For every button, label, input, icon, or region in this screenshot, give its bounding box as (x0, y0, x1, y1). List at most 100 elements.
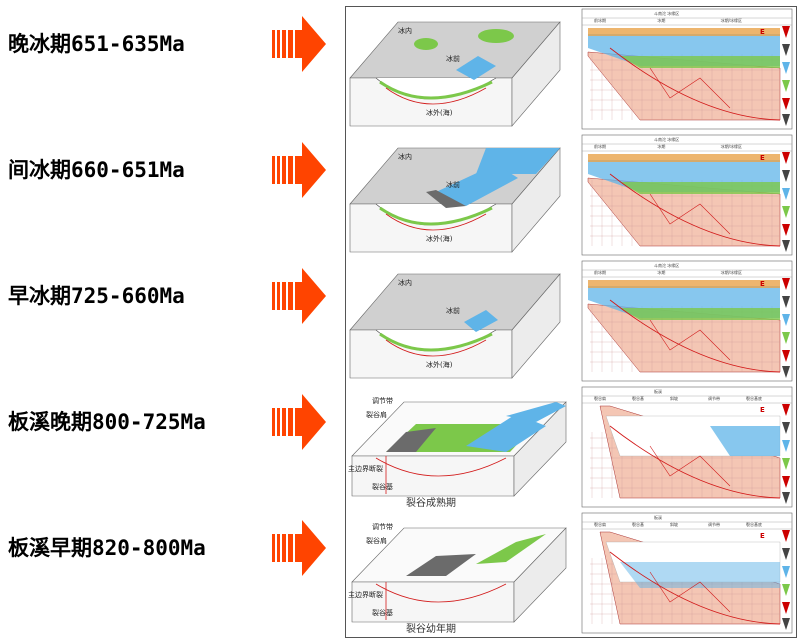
section-header: 斗南沱 冰缘区前冰期冰期冰期/冰缘区 (584, 262, 790, 278)
dark-patch (406, 554, 476, 576)
legend-swatch (782, 44, 790, 56)
section-header-cell: 冰期/冰缘区 (720, 18, 743, 23)
fault-line (385, 87, 487, 105)
fault-line (609, 551, 781, 625)
fault-line (385, 339, 487, 357)
glacial-layer (588, 154, 780, 162)
section-header-cell: 裂谷肩 (594, 396, 606, 401)
legend-swatch (782, 224, 790, 236)
section-header-title: 板溪 (654, 515, 662, 520)
section-header-title: 板溪 (654, 389, 662, 394)
section-header-cell: 调节带 (708, 522, 720, 527)
direction-label: E (760, 280, 765, 288)
direction-label: E (760, 532, 765, 540)
sea-patch (506, 402, 566, 422)
stage-arrow-icon (272, 14, 326, 74)
block-label: 冰外(海) (426, 361, 453, 369)
sea-patch (436, 164, 518, 206)
green-patch (414, 38, 438, 50)
sea-patch (456, 56, 496, 80)
sea-patch (466, 414, 546, 452)
legend-swatch (782, 422, 790, 434)
block-side (513, 527, 567, 623)
legend-swatch (782, 530, 790, 542)
block-diagram: 调节带裂谷肩主边界断裂裂谷基裂谷成熟期 (346, 386, 578, 509)
dark-patch (386, 428, 436, 452)
section-header-cell: 斜坡 (670, 396, 678, 401)
legend-swatch (782, 548, 790, 560)
fault-line (649, 445, 731, 487)
block-caption: 裂谷幼年期 (406, 624, 456, 635)
dark-patch (426, 190, 466, 208)
block-label: 调节带 (372, 523, 393, 531)
legend-swatch (782, 350, 790, 362)
block-label: 冰内 (398, 27, 412, 35)
block-side (513, 401, 567, 497)
fault-line (375, 583, 507, 603)
green-layer (620, 56, 780, 68)
legend-swatch (782, 26, 790, 38)
section-header-cell: 冰期 (657, 270, 666, 275)
legend-swatch (782, 240, 790, 252)
legend-swatch (782, 188, 790, 200)
block-diagram: 冰内冰前冰外(海) (346, 134, 578, 256)
stage-label: 晚冰期651-635Ma (8, 32, 185, 56)
legend-swatch (782, 492, 790, 504)
legend-swatch (782, 404, 790, 416)
legend-swatch (782, 170, 790, 182)
section-header-title: 斗南沱 冰缘区 (654, 263, 680, 268)
fault-line (609, 299, 781, 373)
section-header-cell: 调节带 (708, 396, 720, 401)
block-label: 主边界断裂 (348, 591, 383, 599)
direction-label: E (760, 406, 765, 414)
legend-swatch (782, 458, 790, 470)
block-label: 冰内 (398, 279, 412, 287)
section-header-cell: 冰期 (657, 18, 666, 23)
block-label: 调节带 (372, 397, 393, 405)
section-header-cell: 裂谷基底 (746, 522, 762, 527)
fault-line (609, 425, 781, 499)
stage-arrow-icon (272, 266, 326, 326)
green-patch (478, 29, 514, 43)
block-side (511, 21, 561, 127)
fault-line (649, 571, 731, 613)
section-header: 斗南沱 冰缘区前冰期冰期冰期/冰缘区 (584, 136, 790, 152)
block-label: 冰外(海) (426, 109, 453, 117)
fault-line (609, 47, 781, 121)
block-label: 裂谷基 (372, 609, 393, 617)
green-layer (379, 80, 493, 100)
block-label: 冰前 (446, 55, 460, 63)
green-patch (476, 534, 546, 564)
block-label: 冰内 (398, 153, 412, 161)
stage-label: 间冰期660-651Ma (8, 158, 185, 182)
legend-swatch (782, 476, 790, 488)
section-header-cell: 冰期/冰缘区 (720, 144, 743, 149)
stage-arrow-icon (272, 140, 326, 200)
legend-swatch (782, 618, 790, 630)
legend-swatch (782, 62, 790, 74)
section-header-cell: 冰期/冰缘区 (720, 270, 743, 275)
section-header-title: 斗南沱 冰缘区 (654, 137, 680, 142)
section-header-cell: 前冰期 (594, 18, 606, 23)
legend-swatch (782, 152, 790, 164)
block-diagram: 调节带裂谷肩主边界断裂裂谷基裂谷幼年期 (346, 512, 578, 635)
legend-swatch (782, 366, 790, 378)
green-layer (379, 332, 493, 352)
fault-line (649, 193, 731, 235)
block-caption: 裂谷成熟期 (406, 498, 456, 509)
direction-label: E (760, 154, 765, 162)
fault-line (609, 173, 781, 247)
block-label: 冰外(海) (426, 235, 453, 243)
stage-label: 早冰期725-660Ma (8, 284, 185, 308)
legend-swatch (782, 584, 790, 596)
fault-line (375, 457, 507, 477)
section-header-title: 斗南沱 冰缘区 (654, 11, 680, 16)
green-layer (379, 206, 493, 226)
legend-swatch (782, 314, 790, 326)
legend-swatch (782, 278, 790, 290)
block-side (511, 147, 561, 253)
legend-swatch (782, 440, 790, 452)
fault-line (649, 67, 731, 109)
block-side (511, 273, 561, 379)
